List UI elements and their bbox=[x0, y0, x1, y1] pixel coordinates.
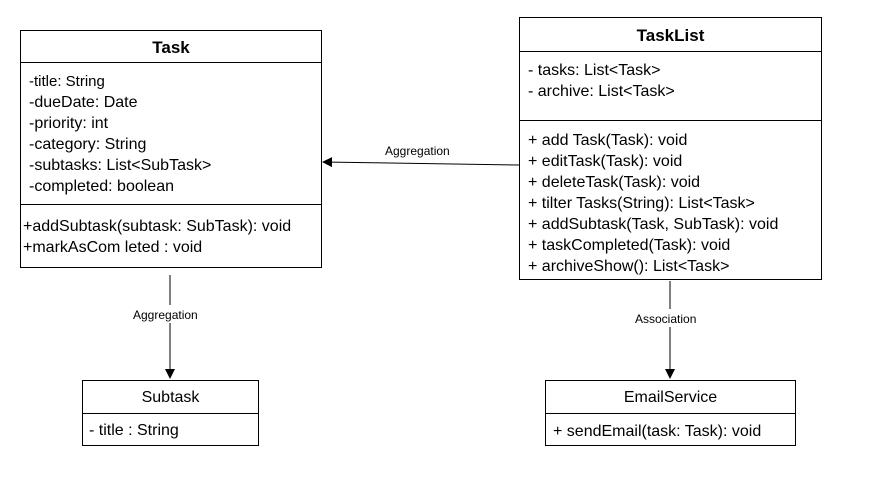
operation-mark-as-completed: +markAsCom leted : void bbox=[23, 239, 203, 256]
attribute-title: -title: String bbox=[29, 73, 105, 90]
connector-label-tasklist-task: Aggregation bbox=[385, 144, 450, 158]
connector-label-bg bbox=[131, 305, 211, 323]
operation-archive-show: + archiveShow(): List<Task> bbox=[528, 258, 730, 275]
attribute-priority: -priority: int bbox=[29, 115, 109, 132]
attributes-section-subtask: - title : String bbox=[83, 414, 258, 441]
connector-label-task-subtask: Aggregation bbox=[133, 308, 198, 322]
operation-filter-tasks: + tilter Tasks(String): List<Task> bbox=[528, 195, 755, 212]
operations-section-emailservice: + sendEmail(task: Task): void bbox=[546, 414, 795, 442]
operation-add-task: + add Task(Task): void bbox=[528, 132, 688, 149]
attribute-archive: - archive: List<Task> bbox=[528, 83, 675, 100]
class-name-subtask: Subtask bbox=[83, 381, 258, 414]
connector-line bbox=[322, 157, 520, 168]
connector-task-subtask[interactable]: Aggregation bbox=[131, 275, 211, 379]
class-task[interactable]: Task -title: String -dueDate: Date -prio… bbox=[20, 30, 322, 268]
connector-label-bg bbox=[632, 309, 710, 327]
class-name-task: Task bbox=[21, 31, 321, 63]
operations-section-tasklist: + add Task(Task): void + editTask(Task):… bbox=[520, 121, 821, 277]
connector-label-tasklist-emailservice: Association bbox=[635, 312, 696, 326]
operation-add-subtask: +addSubtask(subtask: SubTask): void bbox=[23, 218, 292, 235]
class-name-tasklist: TaskList bbox=[520, 18, 821, 52]
attribute-completed: -completed: boolean bbox=[29, 178, 174, 195]
attributes-section-tasklist: - tasks: List<Task> - archive: List<Task… bbox=[520, 52, 821, 121]
attributes-section-task: -title: String -dueDate: Date -priority:… bbox=[21, 63, 321, 205]
operation-edit-task: + editTask(Task): void bbox=[528, 153, 683, 170]
connector-tasklist-emailservice[interactable]: Association bbox=[632, 281, 710, 379]
operation-task-completed: + taskCompleted(Task): void bbox=[528, 237, 731, 254]
attribute-title: - title : String bbox=[89, 422, 179, 439]
connector-tasklist-task[interactable]: Aggregation bbox=[322, 144, 520, 168]
class-emailservice[interactable]: EmailService + sendEmail(task: Task): vo… bbox=[545, 380, 796, 446]
operation-add-subtask: + addSubtask(Task, SubTask): void bbox=[528, 216, 779, 233]
class-tasklist[interactable]: TaskList - tasks: List<Task> - archive: … bbox=[519, 17, 822, 280]
class-name-emailservice: EmailService bbox=[546, 381, 795, 414]
attribute-tasks: - tasks: List<Task> bbox=[528, 62, 661, 79]
attribute-due-date: -dueDate: Date bbox=[29, 94, 138, 111]
operation-delete-task: + deleteTask(Task): void bbox=[528, 174, 701, 191]
attribute-subtasks: -subtasks: List<SubTask> bbox=[29, 157, 212, 174]
operation-send-email: + sendEmail(task: Task): void bbox=[553, 423, 762, 440]
class-subtask[interactable]: Subtask - title : String bbox=[82, 380, 259, 446]
operations-section-task: +addSubtask(subtask: SubTask): void +mar… bbox=[21, 205, 321, 258]
attribute-category: -category: String bbox=[29, 136, 147, 153]
